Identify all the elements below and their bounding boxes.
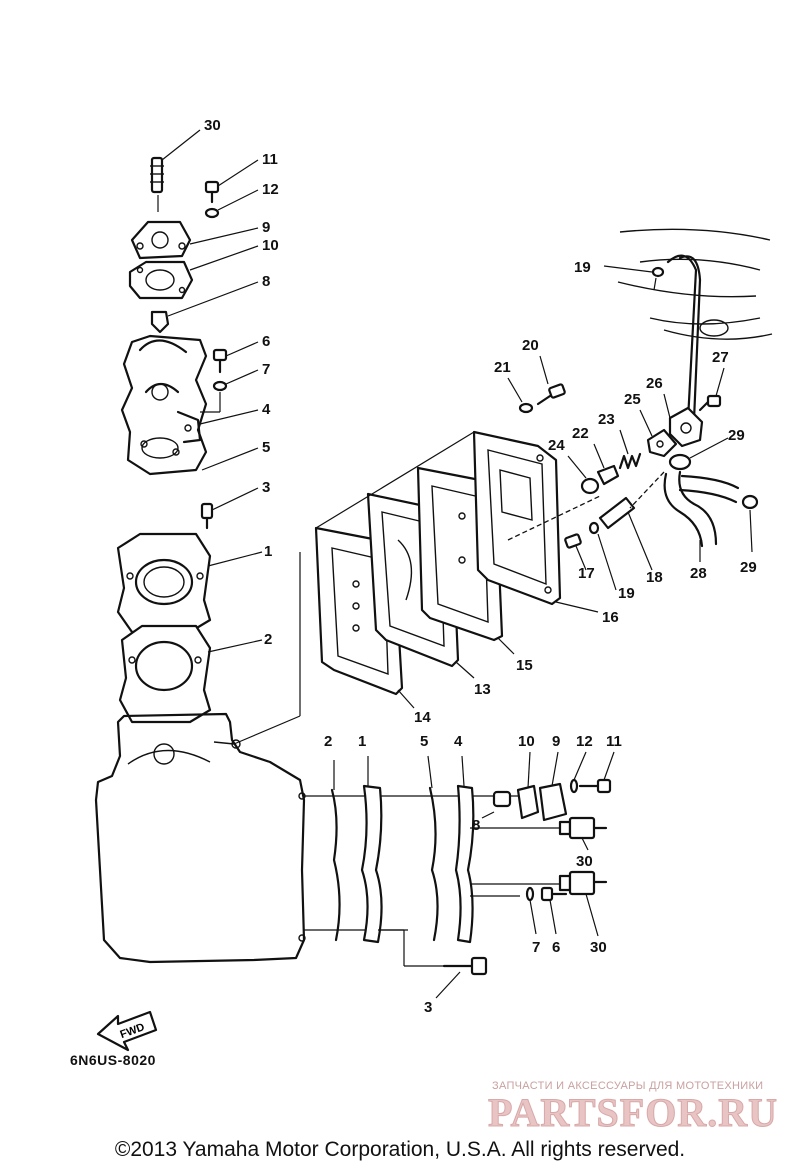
callout-12: 12 (576, 733, 593, 750)
washer-side-part-7 (525, 886, 535, 902)
gasket-part-25 (646, 428, 678, 458)
callout-30: 30 (590, 939, 607, 956)
watermark-tagline: ЗАПЧАСТИ И АКСЕССУАРЫ ДЛЯ МОТОТЕХНИКИ (492, 1080, 764, 1092)
callout-18: 18 (646, 569, 663, 586)
bolt-side-part-11 (578, 778, 612, 794)
washer-part-21 (518, 402, 534, 414)
cylinder-block-outline (94, 712, 306, 964)
copyright-footer: ©2013 Yamaha Motor Corporation, U.S.A. A… (114, 1138, 686, 1161)
callout-11: 11 (262, 151, 278, 168)
gasket-part-1 (116, 532, 212, 634)
spark-plug-side-part-30-upper (470, 816, 608, 840)
callout-14: 14 (414, 709, 431, 726)
callout-5: 5 (420, 733, 428, 750)
anode-side-part-8 (492, 790, 512, 808)
fitting-part-17 (564, 533, 582, 549)
valve-part-22 (596, 464, 620, 486)
washer-part-7 (212, 380, 228, 392)
callout-2: 2 (264, 631, 272, 648)
anode-part-8 (150, 310, 170, 334)
callout-13: 13 (474, 681, 491, 698)
callout-24: 24 (548, 437, 565, 454)
callout-29: 29 (740, 559, 757, 576)
callout-7: 7 (262, 361, 270, 378)
callout-22: 22 (572, 425, 589, 442)
washer-side-part-12 (569, 778, 579, 794)
plate-part-4 (176, 410, 202, 444)
callout-20: 20 (522, 337, 539, 354)
callout-6: 6 (262, 333, 270, 350)
bolt-part-20 (536, 383, 566, 406)
callout-10: 10 (518, 733, 535, 750)
bolt-part-6 (212, 348, 228, 374)
callout-8: 8 (262, 273, 270, 290)
plate-side-part-4 (454, 784, 475, 944)
callout-17: 17 (578, 565, 595, 582)
forward-arrow-icon: FWD (96, 1010, 158, 1052)
cover-part-9 (130, 220, 192, 260)
callout-27: 27 (712, 349, 729, 366)
callout-30: 30 (204, 117, 221, 134)
callout-9: 9 (552, 733, 560, 750)
callout-3: 3 (262, 479, 270, 496)
callout-26: 26 (646, 375, 663, 392)
callout-8: 8 (472, 817, 480, 834)
spark-plug-part-30 (150, 156, 164, 194)
callout-1: 1 (264, 543, 272, 560)
callout-16: 16 (602, 609, 619, 626)
clip-part-29-upper (668, 453, 692, 471)
hose-part-28 (663, 470, 740, 548)
callout-25: 25 (624, 391, 641, 408)
bolt-side-part-6 (540, 886, 568, 902)
hose-part-18 (598, 496, 636, 530)
grommet-part-24 (580, 477, 600, 495)
spring-part-23 (618, 452, 642, 470)
gasket-part-10 (128, 260, 194, 300)
gasket-side-part-2 (330, 788, 341, 942)
callout-19: 19 (574, 259, 591, 276)
callout-11: 11 (606, 733, 622, 750)
exhaust-cover-part-5 (120, 334, 208, 476)
callout-4: 4 (454, 733, 463, 750)
callout-5: 5 (262, 439, 270, 456)
screw-part-3-upper (200, 502, 214, 530)
callout-28: 28 (690, 565, 707, 582)
clip-part-19-upper (651, 266, 665, 278)
callout-12: 12 (262, 181, 279, 198)
hose-part-upper (666, 254, 702, 422)
joint-part-26 (668, 406, 704, 448)
watermark-logo: PARTSFOR.RU (488, 1090, 778, 1136)
gasket-side-part-10 (516, 784, 540, 820)
bolt-part-11 (204, 180, 220, 204)
callout-9: 9 (262, 219, 270, 236)
diagram-part-code: 6N6US-8020 (70, 1052, 156, 1068)
gasket-side-part-1 (360, 784, 383, 944)
watermark-logo-text: PARTSFOR.RU (488, 1090, 778, 1135)
callout-2: 2 (324, 733, 332, 750)
clip-part-29-lower (741, 494, 759, 510)
callout-23: 23 (598, 411, 615, 428)
callout-15: 15 (516, 657, 533, 674)
screw-side-part-3 (378, 929, 488, 976)
callout-29: 29 (728, 427, 745, 444)
cover-side-part-5 (428, 786, 439, 942)
callout-1: 1 (358, 733, 366, 750)
callout-19: 19 (618, 585, 635, 602)
cover-part-16 (472, 430, 562, 606)
gasket-part-2 (118, 624, 212, 724)
callout-4: 4 (262, 401, 271, 418)
callout-3: 3 (424, 999, 432, 1016)
callout-10: 10 (262, 237, 279, 254)
washer-part-12 (204, 207, 220, 219)
callout-30: 30 (576, 853, 593, 870)
bottom-cowling-outline (617, 228, 773, 340)
clip-part-19-lower (588, 521, 600, 535)
bolt-part-27 (698, 394, 722, 412)
spark-plug-side-part-30-lower (470, 870, 608, 896)
callout-21: 21 (494, 359, 511, 376)
callout-6: 6 (552, 939, 560, 956)
callout-7: 7 (532, 939, 540, 956)
cover-side-part-9 (538, 782, 568, 822)
